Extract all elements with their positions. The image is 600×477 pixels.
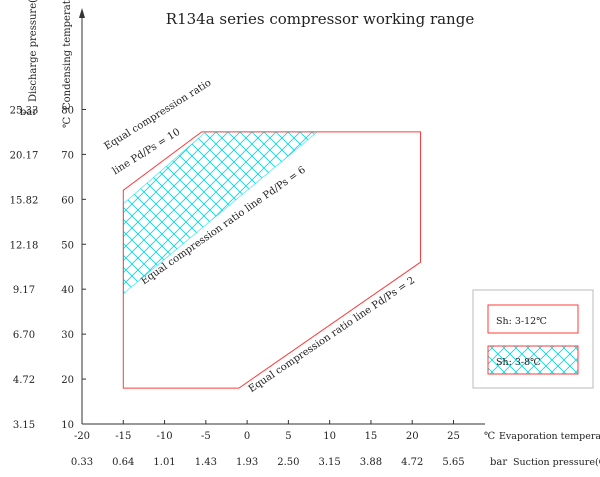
y-tick-label: 50 (61, 240, 74, 251)
y-tick-label: 30 (61, 330, 74, 341)
discharge-pressure-label: 6.70 (13, 330, 35, 341)
discharge-pressure-label: 25.33 (10, 105, 39, 116)
x-tick-label: 5 (285, 431, 291, 442)
suction-pressure-label: 1.93 (236, 457, 258, 468)
discharge-pressure-label: 12.18 (10, 240, 39, 251)
y-left-label-1: Discharge pressure(G) (28, 0, 39, 102)
y-tick-label: 10 (61, 420, 74, 431)
discharge-pressure-label: 9.17 (13, 285, 35, 296)
y-tick-label: 40 (61, 285, 74, 296)
y-axis-arrow (79, 8, 85, 18)
x-tick-label: -10 (156, 431, 172, 442)
suction-pressure-label: 4.72 (401, 457, 423, 468)
x-tick-label: 20 (406, 431, 419, 442)
discharge-pressure-label: 20.17 (10, 150, 39, 161)
x-label-2: Suction pressure(G) (513, 457, 600, 468)
discharge-pressure-label: 4.72 (13, 375, 35, 386)
x-unit-2: bar (490, 457, 507, 468)
suction-pressure-label: 1.43 (195, 457, 217, 468)
suction-pressure-label: 5.65 (442, 457, 464, 468)
series-sh-3-12-envelope (122, 131, 421, 389)
suction-pressure-label: 0.64 (112, 457, 134, 468)
x-tick-label: -5 (201, 431, 211, 442)
suction-pressure-label: 1.01 (153, 457, 175, 468)
suction-pressure-label: 3.88 (360, 457, 382, 468)
legend-label-sh-3-12: Sh: 3-12℃ (496, 316, 547, 327)
x-tick-label: 15 (365, 431, 378, 442)
suction-pressure-label: 2.50 (277, 457, 299, 468)
x-tick-label: 25 (447, 431, 460, 442)
y-tick-label: 70 (61, 150, 74, 161)
y-left-unit-2: ℃ (62, 117, 73, 128)
legend-swatch-sh-3-8 (487, 345, 579, 375)
y-tick-label: 20 (61, 375, 74, 386)
suction-pressure-label: 3.15 (319, 457, 341, 468)
legend-swatch-sh-3-12 (487, 304, 579, 334)
discharge-pressure-label: 3.15 (13, 420, 35, 431)
x-tick-label: 0 (244, 431, 250, 442)
x-tick-label: -20 (74, 431, 90, 442)
y-left-unit-1: bar (20, 107, 37, 118)
y-tick-label: 80 (61, 105, 74, 116)
suction-pressure-label: 0.33 (71, 457, 93, 468)
y-tick-label: 60 (61, 195, 74, 206)
chart-title: R134a series compressor working range (166, 10, 475, 28)
x-tick-label: 10 (323, 431, 336, 442)
legend-label-sh-3-8: Sh: 3-8℃ (496, 357, 541, 368)
compression-ratio-annotation: Equal compression ratio line Pd/Ps = 2 (247, 275, 417, 395)
y-left-label-2: Condensing temperature (62, 0, 73, 110)
x-tick-label: -15 (115, 431, 131, 442)
series-sh-3-8-area (122, 131, 319, 295)
discharge-pressure-label: 15.82 (10, 195, 39, 206)
x-unit: ℃ (484, 431, 495, 442)
x-label: Evaporation temperature (499, 431, 600, 442)
